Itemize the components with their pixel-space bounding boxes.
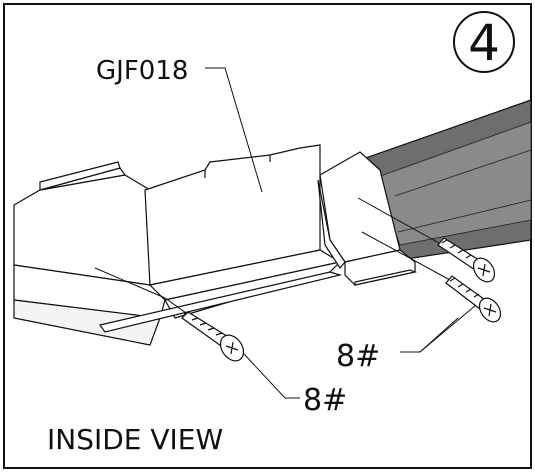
step-number: 4	[468, 14, 500, 72]
screw-lower-icon	[181, 311, 245, 362]
leader-lines	[94, 67, 483, 399]
part-label: GJF018	[96, 56, 188, 86]
step-badge: 4	[453, 11, 515, 73]
profile-body	[13, 161, 166, 346]
dark-rail	[359, 99, 532, 261]
screw-label-lower: 8#	[303, 383, 347, 418]
screw-upper-right-icon	[437, 237, 496, 283]
screw-label-upper: 8#	[336, 339, 380, 374]
bottom-strip	[98, 271, 343, 333]
screw-lower-right-icon	[445, 275, 502, 323]
clip-bracket	[317, 151, 418, 286]
view-label: INSIDE VIEW	[47, 423, 223, 456]
